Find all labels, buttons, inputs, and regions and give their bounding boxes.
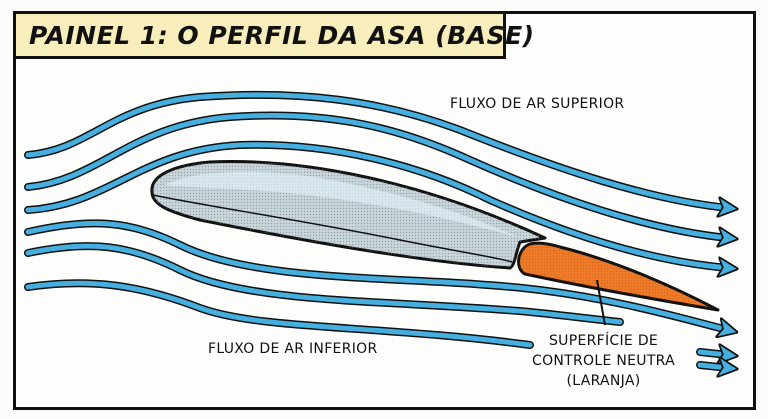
panel-title-box: PAINEL 1: O PERFIL DA ASA (BASE) <box>13 11 534 59</box>
upper-airflow-label: FLUXO DE AR SUPERIOR <box>450 96 625 112</box>
control-surface-label-line2: CONTROLE NEUTRA <box>532 353 676 369</box>
control-surface-label: SUPERFÍCIE DE CONTROLE NEUTRA (LARANJA) <box>532 331 675 391</box>
lower-airflow-label: FLUXO DE AR INFERIOR <box>208 341 378 357</box>
wing-profile <box>150 160 547 270</box>
lower-streamlines <box>24 219 728 368</box>
control-surface-label-line3: (LARANJA) <box>566 373 641 389</box>
control-surface <box>517 241 720 312</box>
panel-title: PAINEL 1: O PERFIL DA ASA (BASE) <box>29 20 535 50</box>
control-surface-label-line1: SUPERFÍCIE DE <box>548 333 659 349</box>
upper-streamlines <box>24 90 728 268</box>
control-surface-leader-line <box>596 279 606 326</box>
